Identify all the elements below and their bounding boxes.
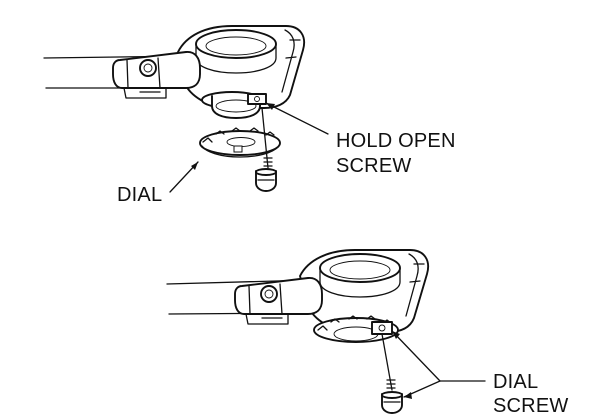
top-hold-open-screw-slot: [254, 96, 260, 102]
exploded-dial-screw: [381, 333, 403, 414]
top-clamp-screw: [139, 59, 157, 77]
dial-screw-leader-arrow-a: [392, 331, 400, 339]
bottom-pivot-drum: [319, 267, 401, 298]
dial-notch: [233, 145, 243, 153]
top-clamp-seam-b: [157, 57, 161, 89]
dial-screw-leader-to-seat: [391, 330, 441, 382]
hold-open-screw-label-line2: SCREW: [336, 155, 412, 177]
top-bracket-detail-b: [285, 56, 297, 59]
hold-open-screw-thread: [263, 157, 273, 167]
top-pivot-ring: [205, 36, 267, 56]
dial-teeth: [202, 127, 275, 143]
bottom-pivot-ring: [329, 260, 391, 280]
dial-leader-arrow: [191, 162, 198, 170]
hold-open-leader-arrow: [266, 103, 275, 110]
dial-screw-label-line1: DIAL: [493, 371, 539, 393]
bottom-clamp-seam: [248, 285, 251, 315]
dial-screw-thread: [386, 379, 396, 389]
bottom-clamp-foot: [245, 313, 289, 325]
top-clamp-screw-center: [143, 63, 153, 73]
bottom-pivot-cap: [319, 253, 401, 283]
top-pivot-cap: [195, 29, 277, 59]
top-hold-open-screw-head: [247, 93, 267, 105]
installed-dial-screw-hole: [378, 324, 386, 332]
bottom-bracket-detail-b: [409, 280, 421, 283]
top-clamp-foot: [123, 87, 167, 99]
bottom-clamp-screw: [260, 285, 278, 303]
exploded-hold-open-screw: [255, 107, 277, 192]
dial-screw-axis: [381, 333, 393, 391]
installed-dial-screw-seat: [371, 321, 393, 335]
dial-screw-top: [381, 391, 403, 399]
dial-screw-leader-arrow-b: [404, 392, 412, 399]
bottom-arm-clamp: [234, 277, 323, 315]
hold-open-screw-top: [255, 168, 277, 176]
top-clamp-seam: [126, 59, 129, 89]
bottom-clamp-seam-b: [279, 283, 283, 315]
hold-open-leader: [265, 102, 329, 135]
dial-screw-body: [381, 393, 403, 414]
exploded-dial: [199, 127, 281, 158]
bottom-clamp-screw-center: [264, 289, 274, 299]
hold-open-screw-body: [255, 170, 277, 192]
installed-dial-teeth: [317, 315, 392, 331]
dial-screw-label-line2: SCREW: [493, 395, 569, 417]
dial-underside: [201, 145, 279, 158]
top-hub-inner: [215, 99, 257, 113]
dial-label: DIAL: [117, 184, 163, 206]
hold-open-screw-label-line1: HOLD OPEN: [336, 130, 456, 152]
bottom-closer-assembly: [166, 249, 429, 343]
top-closer-assembly: [43, 25, 305, 119]
